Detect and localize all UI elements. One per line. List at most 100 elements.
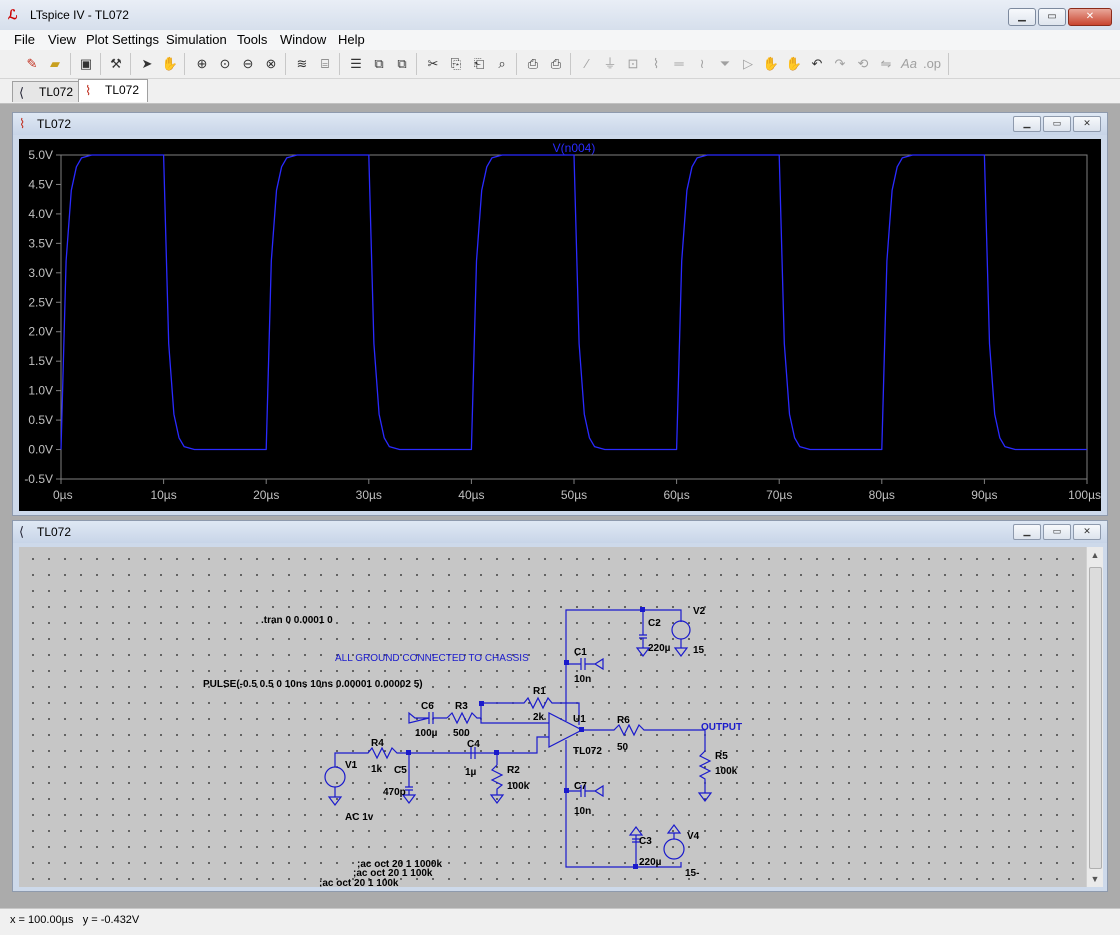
text-icon[interactable]: Aa <box>901 56 917 71</box>
control-panel-icon[interactable]: ⚒ <box>110 56 122 71</box>
schematic-minimize-button[interactable]: ▁ <box>1013 524 1041 540</box>
scroll-up-icon[interactable]: ▲ <box>1090 550 1100 560</box>
plot-close-button[interactable]: ✕ <box>1073 116 1101 132</box>
c7-label[interactable]: C7 <box>574 781 587 792</box>
open-folder-icon[interactable]: ▰ <box>50 56 60 71</box>
maximize-button[interactable]: ▭ <box>1038 8 1066 26</box>
capacitor-icon[interactable]: ═ <box>674 56 684 71</box>
v4-value[interactable]: 15- <box>685 868 699 879</box>
c7-value[interactable]: 10n <box>574 806 591 817</box>
ac-directive-3[interactable]: ;ac oct 20 1 100k <box>319 878 399 889</box>
print-setup-icon[interactable]: ⎙ <box>527 56 539 71</box>
v1-value[interactable]: AC 1v <box>345 812 374 823</box>
zoom-out-icon[interactable]: ⊖ <box>242 56 254 71</box>
r3-label[interactable]: R3 <box>455 701 468 712</box>
schematic-close-button[interactable]: ✕ <box>1073 524 1101 540</box>
zoom-in-icon[interactable]: ⊕ <box>196 56 208 71</box>
r4-value[interactable]: 1k <box>371 764 383 775</box>
r6-value[interactable]: 50 <box>617 742 629 753</box>
c6-label[interactable]: C6 <box>421 701 434 712</box>
ac-directive-1[interactable]: ;ac oct 20 1 1000k <box>357 859 442 870</box>
move-icon[interactable]: ✋ <box>762 56 780 71</box>
rotate-icon[interactable]: ⟲ <box>857 56 869 71</box>
tab-schematic[interactable]: ⟨ TL072 <box>12 81 83 102</box>
close-button[interactable]: ✕ <box>1068 8 1112 26</box>
ground-icon[interactable]: ⏚ <box>603 56 617 71</box>
c2-value[interactable]: 220µ <box>648 643 671 654</box>
run-icon[interactable]: ➤ <box>141 56 153 71</box>
schematic-vertical-scrollbar[interactable]: ▲ ▼ <box>1086 547 1103 887</box>
r5-label[interactable]: R5 <box>715 751 728 762</box>
r1-value[interactable]: 2k <box>533 712 545 723</box>
menu-window[interactable]: Window <box>280 32 327 47</box>
resistor-icon[interactable]: ⌇ <box>652 56 660 71</box>
c1-label[interactable]: C1 <box>574 647 587 658</box>
spice-directive-icon[interactable]: .op <box>922 56 942 71</box>
print-icon[interactable]: ⎙ <box>550 56 562 71</box>
u1-label[interactable]: U1 <box>573 714 586 725</box>
menu-simulation[interactable]: Simulation <box>166 32 227 47</box>
autorange-icon[interactable]: ≋ <box>296 56 308 71</box>
drag-icon[interactable]: ✋ <box>785 56 803 71</box>
component-icon[interactable]: ▷ <box>743 56 753 71</box>
plot-minimize-button[interactable]: ▁ <box>1013 116 1041 132</box>
zoom-pan-icon[interactable]: ⊙ <box>219 56 231 71</box>
r2-label[interactable]: R2 <box>507 765 520 776</box>
schematic-canvas[interactable]: .tran 0 0.0001 0 ALL GROUND CONNECTED TO… <box>19 547 1087 889</box>
r3-value[interactable]: 500 <box>453 728 470 739</box>
mirror-icon[interactable]: ⇋ <box>880 56 892 71</box>
u1-value[interactable]: TL072 <box>573 746 602 757</box>
halt-icon[interactable]: ✋ <box>161 56 179 71</box>
c4-value[interactable]: 1µ <box>465 767 477 778</box>
diode-icon[interactable]: ⏷ <box>719 56 731 71</box>
paste-icon[interactable]: ⎗ <box>473 56 485 71</box>
scroll-thumb[interactable] <box>1089 567 1102 869</box>
c3-value[interactable]: 220µ <box>639 857 662 868</box>
minimize-button[interactable]: ▁ <box>1008 8 1036 26</box>
draw-wire-icon[interactable]: ∕ <box>585 56 589 71</box>
c2-label[interactable]: C2 <box>648 618 661 629</box>
label-net-icon[interactable]: ⊡ <box>627 56 639 71</box>
pulse-value[interactable]: PULSE(-0.5 0.5 0 10ns 10ns 0.00001 0.000… <box>203 679 423 690</box>
r4-label[interactable]: R4 <box>371 738 384 749</box>
v1-label[interactable]: V1 <box>345 760 358 771</box>
schematic-restore-button[interactable]: ▭ <box>1043 524 1071 540</box>
output-net-label[interactable]: OUTPUT <box>701 722 742 733</box>
c6-value[interactable]: 100µ <box>415 728 438 739</box>
undo-icon[interactable]: ↶ <box>811 56 823 71</box>
c4-label[interactable]: C4 <box>467 739 480 750</box>
find-icon[interactable]: ⌕ <box>498 56 506 71</box>
c1-value[interactable]: 10n <box>574 674 591 685</box>
c5-label[interactable]: C5 <box>394 765 407 776</box>
menu-tools[interactable]: Tools <box>237 32 268 47</box>
v4-label[interactable]: V4 <box>687 831 700 842</box>
c5-value[interactable]: 470p <box>383 787 406 798</box>
r2-value[interactable]: 100k <box>507 781 530 792</box>
tile-vertical-icon[interactable]: ⧉ <box>374 56 384 71</box>
copy-icon[interactable]: ⎘ <box>450 56 462 71</box>
scroll-down-icon[interactable]: ▼ <box>1090 874 1100 884</box>
menu-view[interactable]: View <box>48 32 76 47</box>
menu-file[interactable]: File <box>14 32 35 47</box>
r5-value[interactable]: 100k <box>715 766 738 777</box>
tile-horizontal-icon[interactable]: ☰ <box>350 56 362 71</box>
cascade-icon[interactable]: ⧉ <box>397 56 407 71</box>
menu-plot-settings[interactable]: Plot Settings <box>86 32 159 47</box>
v2-label[interactable]: V2 <box>693 606 706 617</box>
ac-directive-2[interactable]: ;ac oct 20 1 100k <box>353 868 433 879</box>
c3-label[interactable]: C3 <box>639 836 652 847</box>
menu-help[interactable]: Help <box>338 32 365 47</box>
waveform-chart[interactable]: 5.0V4.5V4.0V3.5V3.0V2.5V2.0V1.5V1.0V0.5V… <box>19 139 1101 511</box>
r6-label[interactable]: R6 <box>617 715 630 726</box>
zoom-fit-icon[interactable]: ⊗ <box>265 56 277 71</box>
new-schematic-icon[interactable]: ✎ <box>26 56 38 71</box>
redo-icon[interactable]: ↷ <box>834 56 846 71</box>
r1-label[interactable]: R1 <box>533 686 546 697</box>
tab-waveform[interactable]: ⌇ TL072 <box>78 79 149 102</box>
inductor-icon[interactable]: ≀ <box>699 56 705 71</box>
cut-icon[interactable]: ✂ <box>427 56 439 71</box>
tran-directive[interactable]: .tran 0 0.0001 0 <box>261 615 333 626</box>
plot-restore-button[interactable]: ▭ <box>1043 116 1071 132</box>
v2-value[interactable]: 15 <box>693 645 705 656</box>
